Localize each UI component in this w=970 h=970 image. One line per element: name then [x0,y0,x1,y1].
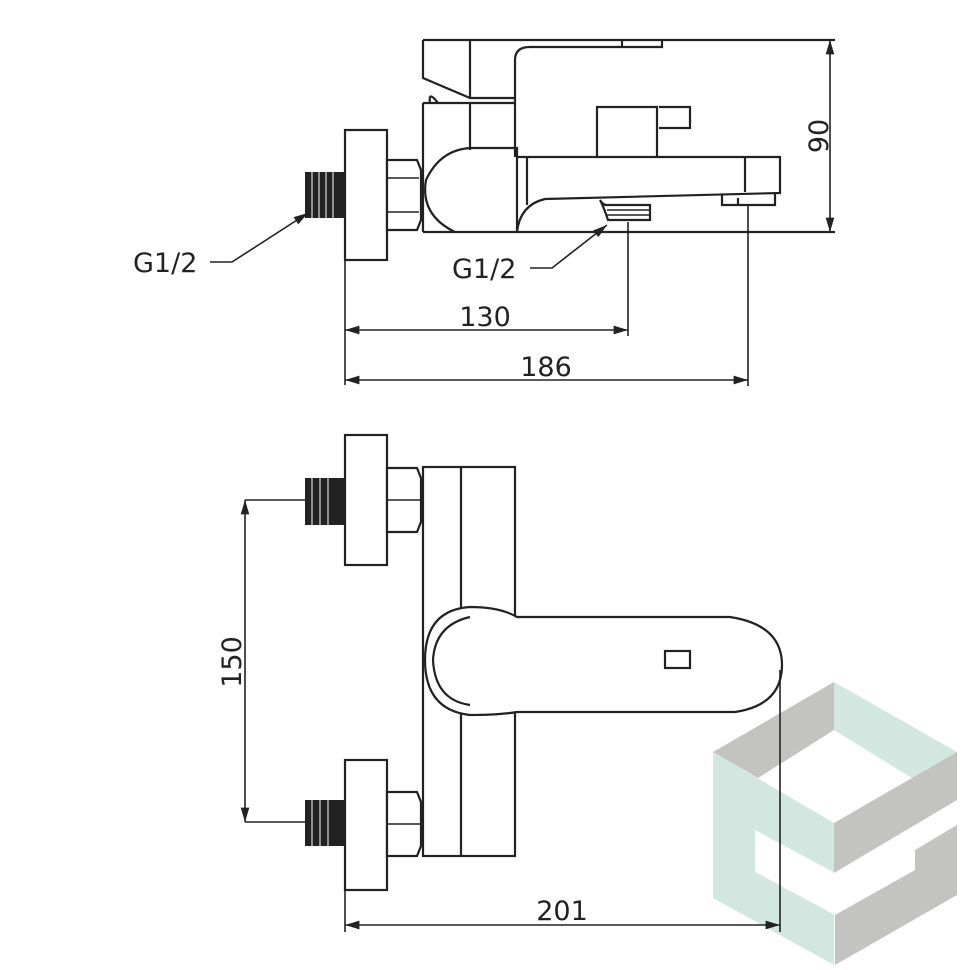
inlet-spacing-label: 150 [217,636,248,688]
side-view [210,38,835,386]
hex-nut [385,158,423,232]
front-lever [423,605,784,717]
wall-flange [343,128,389,262]
upper-inlet-thread [305,478,345,525]
lever-knob [663,649,692,670]
lever [421,38,835,100]
upper-flange [343,433,389,567]
diverter-knob [595,105,692,157]
inlet-thread-label: G1/2 [133,248,197,279]
lower-inlet-thread [305,800,345,846]
brand-logo-watermark [713,682,957,965]
spout [515,155,782,233]
outlet-distance-label: 130 [459,302,511,333]
front-view [240,433,784,932]
inlet-thread [305,172,345,218]
outlet-thread-label: G1/2 [452,254,516,285]
height-dimension-label: 90 [804,119,835,153]
total-length-label: 186 [520,352,572,383]
outlet-thread [599,199,652,222]
total-depth-label: 201 [536,896,588,927]
lower-flange [343,758,389,892]
